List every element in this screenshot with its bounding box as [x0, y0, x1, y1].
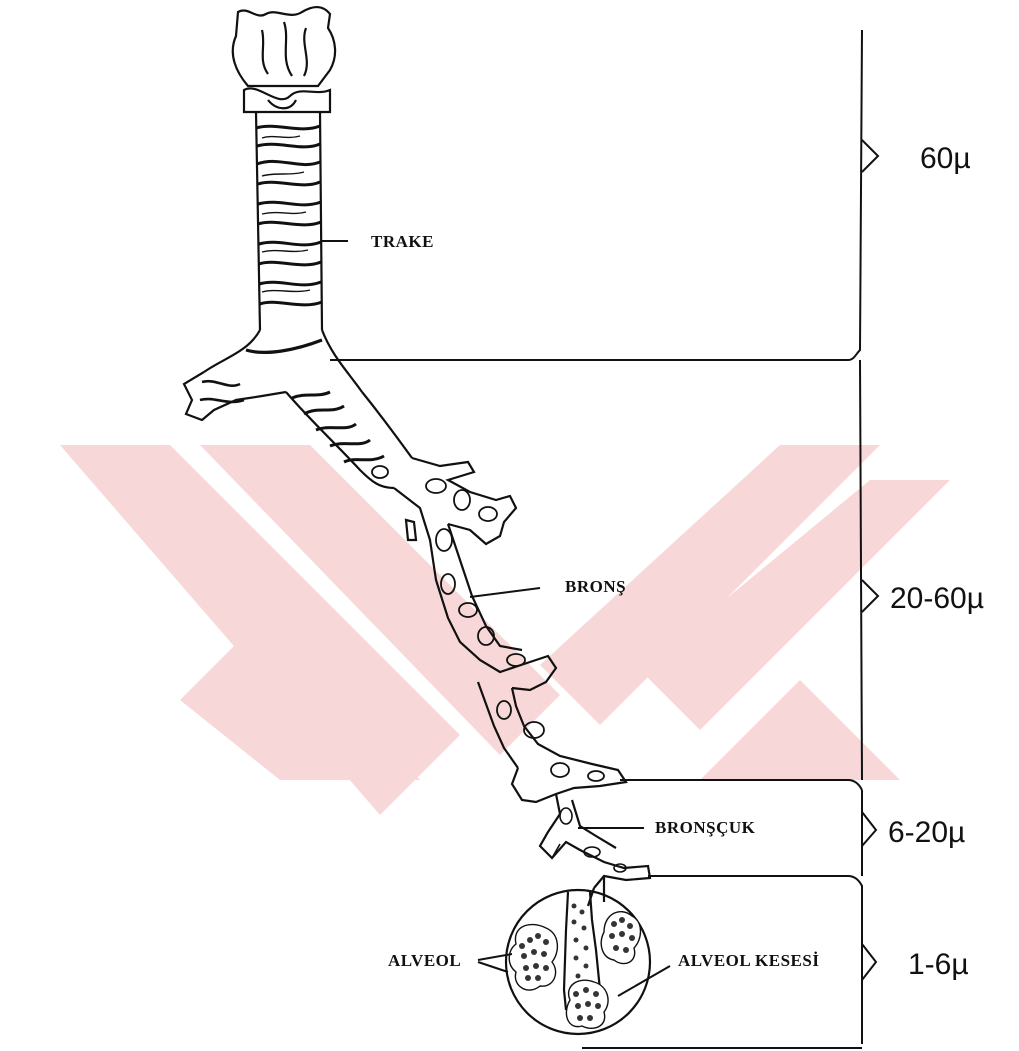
- trachea-label: TRAKE: [371, 232, 434, 251]
- alveolar-sac-label: ALVEOL KESESİ: [678, 951, 819, 970]
- bronchus-size-label: 20-60µ: [890, 582, 984, 615]
- bronchiole-label: BRONŞÇUK: [655, 818, 756, 837]
- alveolus-drawing: [506, 890, 650, 1034]
- trachea-size-label: 60µ: [920, 142, 971, 175]
- alveolus-size-label: 1-6µ: [908, 948, 969, 981]
- bronchiole-drawing: [540, 794, 650, 906]
- alveolus-label: ALVEOL: [388, 951, 461, 970]
- trachea-drawing: [184, 7, 362, 420]
- bronchiole-size-label: 6-20µ: [888, 816, 965, 849]
- watermark: [60, 445, 950, 815]
- bronchus-label: BRONŞ: [565, 577, 626, 596]
